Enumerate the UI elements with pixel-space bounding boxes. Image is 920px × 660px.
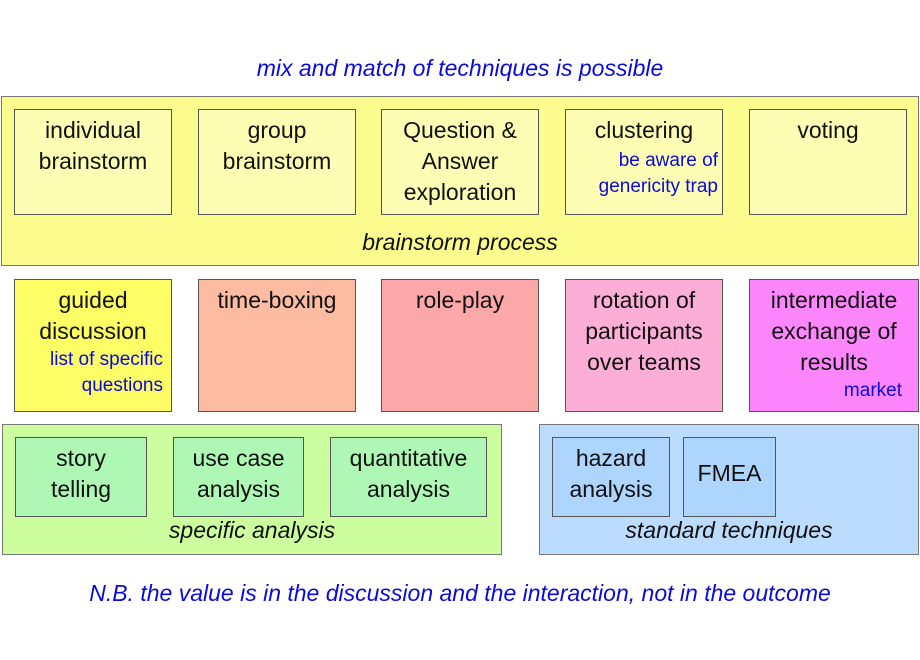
question-answer-box: Question & Answer exploration bbox=[381, 109, 539, 215]
top-note: mix and match of techniques is possible bbox=[256, 55, 664, 81]
clustering-box: clustering be aware of genericity trap bbox=[565, 109, 723, 215]
clustering-label: clustering bbox=[594, 117, 694, 143]
voting-box: voting bbox=[749, 109, 907, 215]
guided-discussion-label: guided discussion bbox=[39, 287, 147, 344]
voting-label: voting bbox=[797, 117, 859, 143]
question-answer-label: Question & Answer exploration bbox=[403, 117, 517, 205]
time-boxing-label: time-boxing bbox=[217, 287, 337, 313]
story-telling-box: story telling bbox=[15, 437, 147, 517]
group-brainstorm-label: group brainstorm bbox=[222, 117, 332, 174]
fmea-label: FMEA bbox=[697, 460, 762, 486]
brainstorm-process-caption: brainstorm process bbox=[362, 229, 558, 255]
rotation-of-participants-box: rotation of participants over teams bbox=[565, 279, 723, 412]
intermediate-exchange-box: intermediate exchange of results market bbox=[749, 279, 919, 412]
use-case-analysis-label: use case analysis bbox=[192, 445, 285, 502]
specific-questions-note: list of specific questions bbox=[50, 349, 163, 396]
bottom-note: N.B. the value is in the discussion and … bbox=[89, 580, 831, 606]
time-boxing-box: time-boxing bbox=[198, 279, 356, 412]
intermediate-exchange-label: intermediate exchange of results bbox=[770, 287, 898, 375]
use-case-analysis-box: use case analysis bbox=[173, 437, 304, 517]
role-play-box: role-play bbox=[381, 279, 539, 412]
rotation-of-participants-label: rotation of participants over teams bbox=[585, 287, 703, 375]
genericity-trap-note: be aware of genericity trap bbox=[598, 150, 718, 197]
standard-techniques-caption: standard techniques bbox=[625, 517, 833, 543]
individual-brainstorm-label: individual brainstorm bbox=[38, 117, 148, 174]
specific-analysis-caption: specific analysis bbox=[168, 517, 336, 543]
guided-discussion-box: guided discussion list of specific quest… bbox=[14, 279, 172, 412]
story-telling-label: story telling bbox=[50, 445, 112, 502]
fmea-box: FMEA bbox=[683, 437, 776, 517]
hazard-analysis-box: hazard analysis bbox=[552, 437, 670, 517]
individual-brainstorm-box: individual brainstorm bbox=[14, 109, 172, 215]
quantitative-analysis-label: quantitative analysis bbox=[349, 445, 468, 502]
group-brainstorm-box: group brainstorm bbox=[198, 109, 356, 215]
quantitative-analysis-box: quantitative analysis bbox=[330, 437, 487, 517]
market-note: market bbox=[843, 380, 902, 401]
hazard-analysis-label: hazard analysis bbox=[569, 445, 653, 502]
role-play-label: role-play bbox=[415, 287, 505, 313]
